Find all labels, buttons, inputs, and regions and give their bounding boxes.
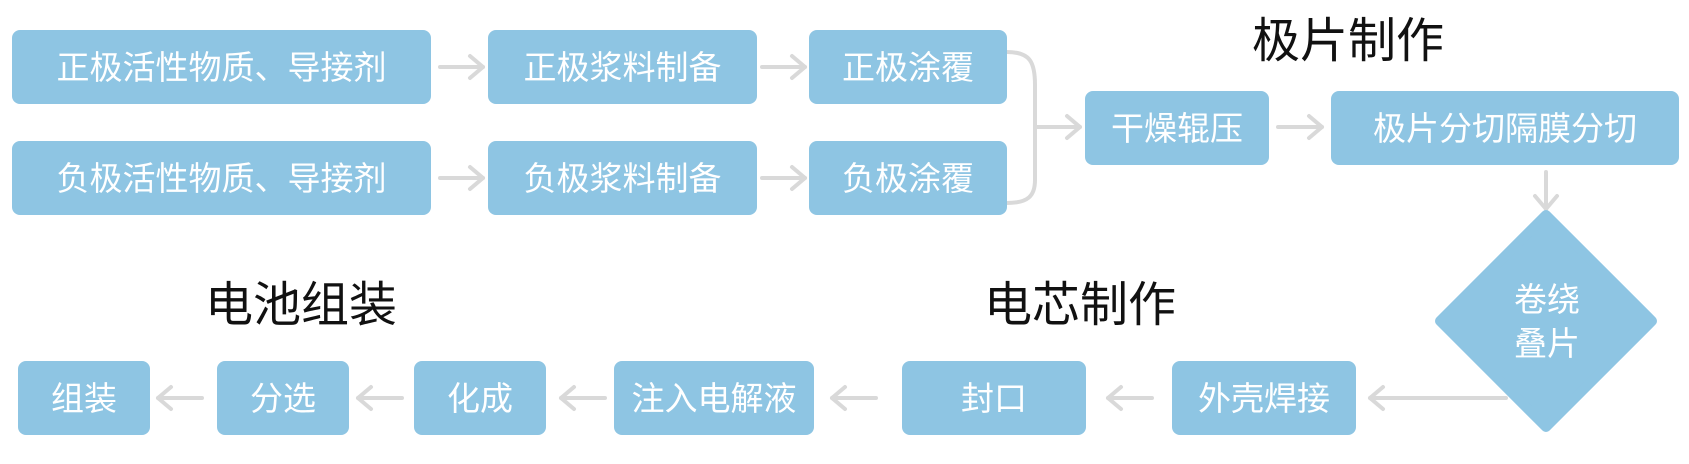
arrow-neg-material-to-slurry: [438, 165, 485, 191]
arrow-pos-slurry-to-coating: [760, 54, 807, 80]
step-cutting: 极片分切隔膜分切: [1331, 91, 1679, 165]
arrow-coatings-merge-to-drying: [1005, 50, 1082, 205]
step-drying-rolling: 干燥辊压: [1085, 91, 1269, 165]
step-electrolyte: 注入电解液: [614, 361, 814, 435]
winding-label-line1: 卷绕: [1514, 280, 1580, 319]
arrow-sealing-to-electrolyte: [830, 385, 878, 411]
arrow-electrolyte-to-formation: [559, 385, 607, 411]
step-assembly: 组装: [18, 361, 150, 435]
arrow-neg-slurry-to-coating: [760, 165, 807, 191]
arrow-shell-to-sealing: [1106, 385, 1154, 411]
arrow-pos-material-to-slurry: [438, 54, 485, 80]
winding-diamond-shape: [1435, 210, 1657, 432]
step-formation: 化成: [414, 361, 546, 435]
step-positive-slurry: 正极浆料制备: [488, 30, 757, 104]
step-winding-stacking: 卷绕 叠片: [1482, 277, 1612, 367]
step-positive-material: 正极活性物质、导接剂: [12, 30, 431, 104]
step-sorting: 分选: [217, 361, 349, 435]
arrow-drying-to-cutting: [1276, 114, 1324, 140]
section-title-cell: 电芯制作: [984, 277, 1177, 333]
arrow-cutting-to-winding: [1533, 170, 1559, 211]
step-negative-slurry: 负极浆料制备: [488, 141, 757, 215]
section-title-electrode: 极片制作: [1252, 13, 1445, 69]
step-sealing: 封口: [902, 361, 1086, 435]
arrow-winding-to-shell: [1368, 385, 1508, 411]
step-shell-welding: 外壳焊接: [1172, 361, 1356, 435]
winding-label-line2: 叠片: [1514, 324, 1580, 363]
step-positive-coating: 正极涂覆: [809, 30, 1007, 104]
arrow-sorting-to-assembly: [156, 385, 204, 411]
step-negative-coating: 负极涂覆: [809, 141, 1007, 215]
arrow-formation-to-sorting: [356, 385, 404, 411]
step-negative-material: 负极活性物质、导接剂: [12, 141, 431, 215]
section-title-assembly: 电池组装: [205, 277, 398, 333]
